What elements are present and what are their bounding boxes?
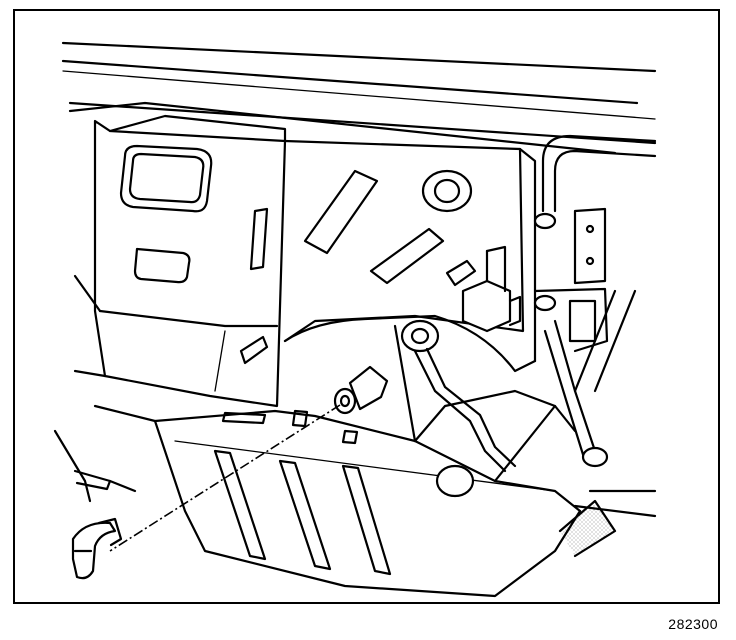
mounting-bracket xyxy=(461,245,522,333)
heater-core-drain-illustration xyxy=(53,41,657,598)
panel-cutouts-left xyxy=(119,144,269,365)
illustration-frame xyxy=(13,9,720,604)
leader-line xyxy=(109,404,341,552)
cowl-top-lines xyxy=(61,41,657,155)
housing-ribs xyxy=(174,409,556,576)
drain-grommet xyxy=(400,319,517,473)
drain-nipple xyxy=(333,365,389,415)
right-side-hoses xyxy=(533,134,657,518)
drain-elbow xyxy=(71,517,123,580)
firewall-panel-left xyxy=(73,114,287,408)
lower-left-lines xyxy=(53,429,137,503)
figure-id-label: 282300 xyxy=(668,616,718,632)
heater-case-housing xyxy=(93,314,617,598)
